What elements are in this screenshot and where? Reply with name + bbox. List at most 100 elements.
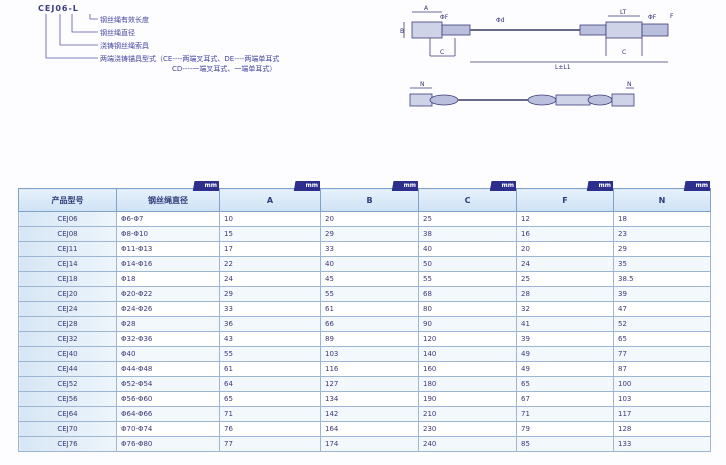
table-cell: 25 (516, 271, 614, 287)
table-cell: 55 (320, 286, 419, 302)
table-cell: 38 (418, 226, 517, 242)
table-cell: 32 (516, 301, 614, 317)
table-cell: 25 (418, 211, 517, 227)
label-c-left: C (440, 49, 444, 56)
label-b: B (400, 28, 404, 35)
table-cell: Φ32-Φ36 (116, 331, 220, 347)
label-a: A (424, 5, 429, 12)
table-cell: CEJ08 (18, 226, 117, 242)
table-cell: 180 (418, 376, 517, 392)
table-cell: Φ52-Φ54 (116, 376, 220, 392)
table-cell: 36 (219, 316, 321, 332)
table-cell: 55 (219, 346, 321, 362)
table-cell: 28 (516, 286, 614, 302)
table-cell: 67 (516, 391, 614, 407)
table-cell: 15 (219, 226, 321, 242)
legend-leader-lines (45, 14, 98, 59)
table-cell: 120 (418, 331, 517, 347)
table-cell: Φ6-Φ7 (116, 211, 220, 227)
label-phi-f-right: ΦF (648, 14, 657, 21)
table-cell: 240 (418, 436, 517, 452)
table-cell: 10 (219, 211, 321, 227)
table-cell: 128 (613, 421, 711, 437)
table-cell: 17 (219, 241, 321, 257)
label-n-left: N (420, 81, 425, 88)
rope-assembly-diagram: A ΦF Φd B C LT ΦF F C L±L1 N N (400, 5, 674, 107)
table-cell: 55 (418, 271, 517, 287)
table-cell: 230 (418, 421, 517, 437)
table-cell: 140 (418, 346, 517, 362)
table-cell: 24 (219, 271, 321, 287)
model-code-legend: CEJ06-L 钢丝绳有效长度 钢丝绳直径 浇铸钢丝绳索具 两端浇铸锚具型式（C… (38, 4, 378, 84)
table-cell: Φ20-Φ22 (116, 286, 220, 302)
table-cell: 41 (516, 316, 614, 332)
table-cell: CEJ14 (18, 256, 117, 272)
table-cell: 71 (516, 406, 614, 422)
table-cell: CEJ24 (18, 301, 117, 317)
table-cell: Φ76-Φ80 (116, 436, 220, 452)
table-cell: 52 (613, 316, 711, 332)
table-cell: 65 (219, 391, 321, 407)
table-cell: 79 (516, 421, 614, 437)
table-cell: Φ64-Φ66 (116, 406, 220, 422)
table-cell: 47 (613, 301, 711, 317)
table-cell: 24 (516, 256, 614, 272)
table-cell: Φ24-Φ26 (116, 301, 220, 317)
table-cell: CEJ64 (18, 406, 117, 422)
table-cell: Φ14-Φ16 (116, 256, 220, 272)
label-c-right: C (622, 49, 626, 56)
table-cell: 127 (320, 376, 419, 392)
label-n-right: N (627, 81, 632, 88)
table-cell: Φ11-Φ13 (116, 241, 220, 257)
table-cell: 71 (219, 406, 321, 422)
table-cell: 76 (219, 421, 321, 437)
table-cell: CEJ28 (18, 316, 117, 332)
table-cell: Φ40 (116, 346, 220, 362)
table-cell: CEJ20 (18, 286, 117, 302)
table-cell: 20 (320, 211, 419, 227)
table-cell: CEJ70 (18, 421, 117, 437)
table-cell: 80 (418, 301, 517, 317)
table-cell: 90 (418, 316, 517, 332)
table-cell: 64 (219, 376, 321, 392)
legend-end-type-1: 两端浇铸锚具型式（CE----两端叉耳式、DE----两端单耳式 (100, 55, 280, 63)
table-cell: 190 (418, 391, 517, 407)
table-cell: Φ56-Φ60 (116, 391, 220, 407)
table-cell: 22 (219, 256, 321, 272)
table-cell: 35 (613, 256, 711, 272)
legend-rope-diameter: 钢丝绳直径 (100, 29, 135, 37)
table-cell: 45 (320, 271, 419, 287)
table-cell: Φ70-Φ74 (116, 421, 220, 437)
model-code: CEJ06-L (38, 4, 79, 13)
table-cell: Φ18 (116, 271, 220, 287)
table-cell: 77 (613, 346, 711, 362)
table-cell: 103 (613, 391, 711, 407)
table-cell: 29 (320, 226, 419, 242)
table-cell: 116 (320, 361, 419, 377)
table-cell: 164 (320, 421, 419, 437)
table-cell: 40 (320, 256, 419, 272)
legend-cast-assembly: 浇铸钢丝绳索具 (100, 42, 149, 50)
legend-end-type-2: CD----一端叉耳式、一端单耳式） (172, 65, 277, 73)
table-cell: 50 (418, 256, 517, 272)
table-cell: 65 (516, 376, 614, 392)
table-cell: CEJ32 (18, 331, 117, 347)
table-cell: 61 (320, 301, 419, 317)
table-cell: CEJ40 (18, 346, 117, 362)
table-cell: Φ28 (116, 316, 220, 332)
